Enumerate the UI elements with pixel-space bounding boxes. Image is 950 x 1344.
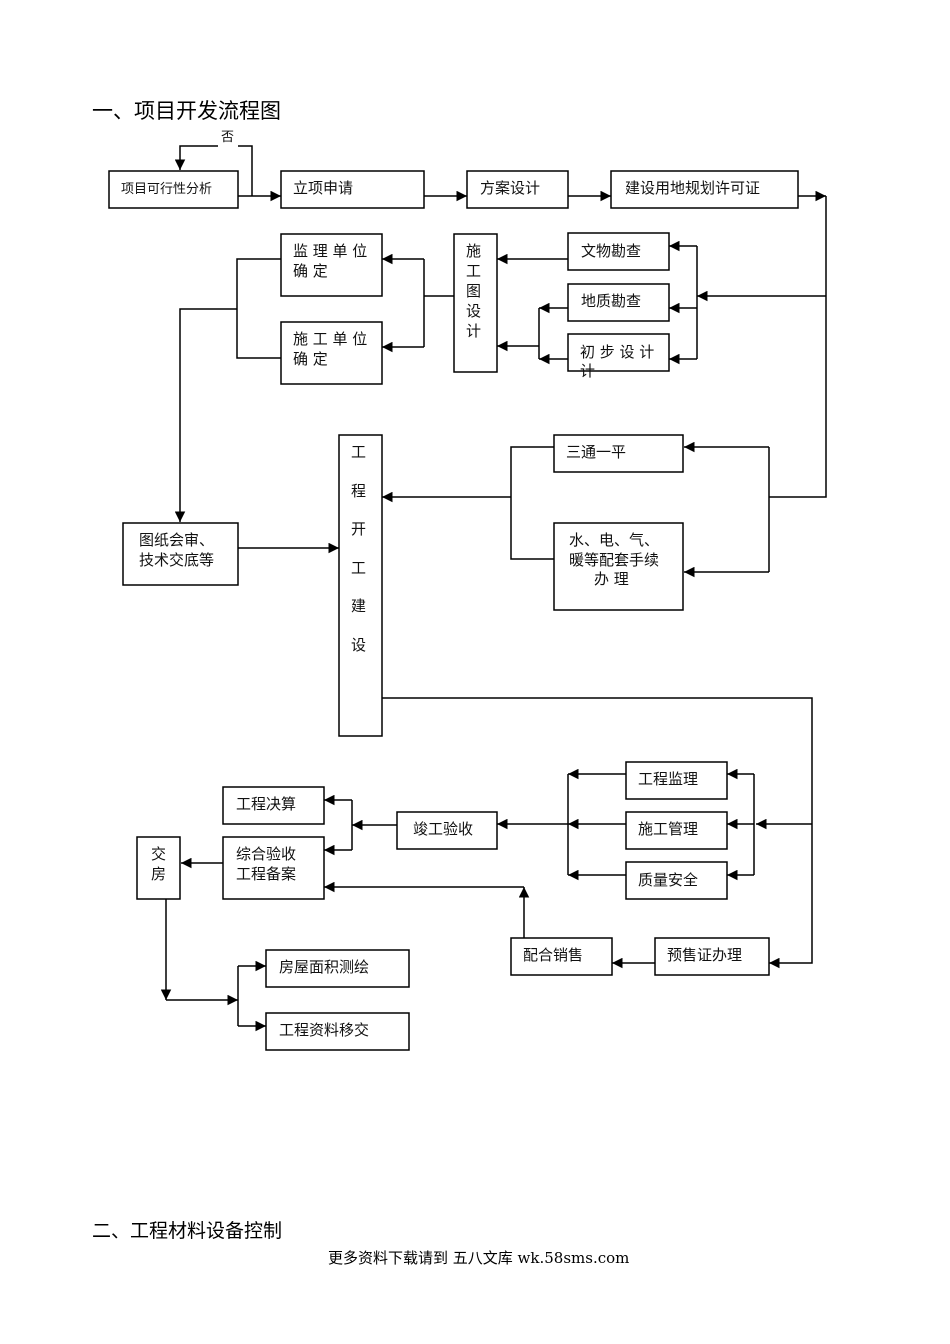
svg-text:竣工验收: 竣工验收	[413, 820, 473, 838]
svg-text:计: 计	[580, 362, 595, 380]
box-utilities: 水、电、气、 暖等配套手续 办 理	[553, 522, 684, 611]
box-area-survey: 房屋面积测绘	[265, 949, 410, 988]
svg-text:建设用地规划许可证: 建设用地规划许可证	[625, 179, 760, 197]
box-presale-permit: 预售证办理	[654, 937, 770, 976]
connector-start-presale	[382, 697, 813, 969]
box-feasibility: 项目可行性分析	[108, 170, 239, 209]
svg-text:施 工 单 位: 施 工 单 位	[293, 330, 367, 348]
svg-text:房: 房	[151, 865, 166, 883]
section-1-heading: 一、项目开发流程图	[92, 99, 281, 123]
svg-text:工: 工	[351, 443, 366, 461]
connector-no-loop-left	[174, 145, 218, 170]
svg-text:设: 设	[466, 302, 481, 320]
svg-text:文物勘查: 文物勘查	[581, 242, 641, 260]
svg-text:方案设计: 方案设计	[480, 179, 540, 197]
svg-text:图纸会审、: 图纸会审、	[139, 531, 214, 549]
box-quality-safety: 质量安全	[625, 861, 728, 900]
box-scheme: 方案设计	[466, 170, 569, 209]
svg-text:水、电、气、: 水、电、气、	[569, 531, 659, 549]
box-supervision: 工程监理	[625, 761, 728, 800]
box-land-permit: 建设用地规划许可证	[610, 170, 799, 209]
svg-text:施: 施	[466, 242, 481, 260]
box-management: 施工管理	[625, 811, 728, 850]
box-sales: 配合销售	[510, 937, 613, 976]
svg-text:工程备案: 工程备案	[236, 865, 296, 883]
no-label: 否	[221, 130, 234, 145]
box-three-one: 三通一平	[553, 434, 684, 473]
svg-text:综合验收: 综合验收	[236, 845, 296, 863]
svg-text:交: 交	[151, 845, 166, 863]
box-completion-acceptance: 竣工验收	[396, 811, 498, 850]
box-supervisor-unit: 监 理 单 位 确 定	[280, 233, 383, 297]
box-drawing-review: 图纸会审、 技术交底等	[122, 522, 239, 586]
connector-left-bus-2	[510, 446, 554, 560]
box-contractor-unit: 施 工 单 位 确 定	[280, 321, 383, 385]
connector-units-left	[236, 258, 281, 359]
box-relics-survey: 文物勘查	[567, 232, 670, 271]
svg-text:程: 程	[351, 482, 366, 500]
svg-text:设: 设	[351, 636, 366, 654]
svg-text:图: 图	[466, 282, 481, 300]
svg-text:房屋面积测绘: 房屋面积测绘	[279, 958, 369, 976]
box-geology-survey: 地质勘查	[567, 283, 670, 322]
svg-text:开: 开	[351, 520, 366, 538]
box-settlement: 工程决算	[222, 786, 325, 825]
box-handover: 交 房	[136, 836, 181, 900]
box-construction-drawing: 施 工 图 设 计	[453, 233, 498, 373]
svg-text:初 步 设 计: 初 步 设 计	[580, 343, 654, 361]
box-start-construction: 工 程 开 工 建 设	[338, 434, 383, 737]
svg-text:项目可行性分析: 项目可行性分析	[121, 182, 212, 197]
connector-right-trunk	[769, 196, 827, 498]
svg-text:工: 工	[466, 262, 481, 280]
svg-text:建: 建	[351, 597, 366, 615]
svg-text:配合销售: 配合销售	[523, 946, 583, 964]
svg-text:预售证办理: 预售证办理	[667, 946, 742, 964]
box-approval: 立项申请	[280, 170, 425, 209]
svg-text:暖等配套手续: 暖等配套手续	[569, 551, 659, 569]
svg-text:确 定: 确 定	[293, 262, 328, 280]
svg-text:工程决算: 工程决算	[236, 795, 296, 813]
connector-no-loop-right	[238, 145, 253, 196]
footer-text: 更多资料下载请到 五八文库 wk.58sms.com	[328, 1249, 630, 1267]
svg-text:计: 计	[466, 322, 481, 340]
svg-text:工程资料移交: 工程资料移交	[279, 1021, 369, 1039]
svg-text:工程监理: 工程监理	[638, 770, 698, 788]
connectors	[160, 145, 827, 1032]
box-comprehensive-acceptance: 综合验收 工程备案	[222, 836, 325, 900]
svg-text:立项申请: 立项申请	[293, 179, 353, 197]
svg-text:三通一平: 三通一平	[566, 443, 626, 461]
svg-text:办 理: 办 理	[594, 570, 629, 588]
svg-text:技术交底等: 技术交底等	[139, 551, 214, 569]
svg-text:地质勘查: 地质勘查	[581, 292, 641, 310]
svg-text:确 定: 确 定	[293, 350, 328, 368]
box-docs-transfer: 工程资料移交	[265, 1012, 410, 1051]
section-2-heading: 二、工程材料设备控制	[92, 1220, 283, 1242]
svg-text:监 理 单 位: 监 理 单 位	[293, 242, 367, 260]
svg-text:施工管理: 施工管理	[638, 820, 698, 838]
box-preliminary-design: 初 步 设 计 计	[567, 333, 670, 380]
connector-to-review	[174, 308, 237, 522]
svg-text:质量安全: 质量安全	[638, 871, 698, 889]
svg-text:工: 工	[351, 559, 366, 577]
